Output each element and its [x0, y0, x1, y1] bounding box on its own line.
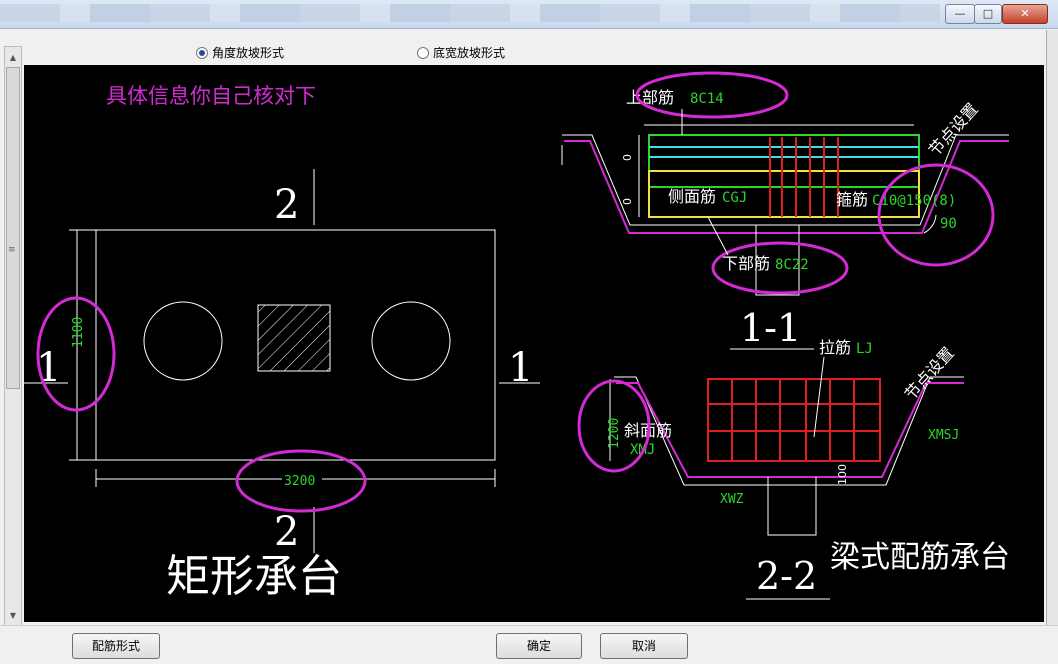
section-2-bottom-label: 2 [274, 509, 299, 555]
radio-unselected-icon[interactable] [417, 46, 429, 59]
title-bar: — □ ✕ [0, 0, 1058, 29]
node-setting-1: 节点设置 [925, 99, 982, 159]
section-1-1: 0 0 上部筋 8C14 侧面筋 CGJ 箍筋 C10@150(8) 90 节点… [561, 71, 1009, 350]
bottom-rebar-leader [707, 216, 729, 256]
column-stub [755, 225, 800, 296]
top-rebar-value: 8C14 [690, 91, 724, 107]
tie-leader [813, 356, 825, 438]
section-2-2-title: 2-2 [756, 554, 817, 598]
section-1-1-title: 1-1 [740, 306, 801, 350]
highlight-node-ellipse [877, 163, 995, 267]
highlight-2-2-height-ellipse [577, 379, 651, 473]
side-rebar-label: 侧面筋 [668, 187, 716, 206]
node-setting-2: 节点设置 [901, 343, 958, 403]
pile-circle-left [143, 301, 223, 381]
cancel-button[interactable]: 取消 [600, 633, 688, 659]
bottom-rebar-label: 下部筋 [722, 254, 770, 273]
beam-cap-title: 梁式配筋承台 [830, 540, 1010, 575]
highlight-top-rebar-ellipse [635, 71, 789, 119]
highlight-height-ellipse [36, 296, 116, 412]
bottom-width-slope-label: 底宽放坡形式 [433, 46, 506, 60]
cap-outline [95, 229, 496, 461]
angle-slope-label: 角度放坡形式 [212, 46, 285, 60]
scroll-thumb[interactable] [6, 67, 20, 389]
section-2-2-outer [614, 376, 964, 486]
dim-2-2-height: 1200 [607, 418, 622, 449]
pile-circle-right [371, 301, 451, 381]
drawing-svg: 具体信息你自己核对下 2 2 1 1 1100 3200 矩形承台 [24, 71, 1010, 602]
dim-width-value: 3200 [284, 474, 315, 489]
tie-value: LJ [856, 341, 873, 357]
close-button[interactable]: ✕ [1002, 4, 1048, 24]
section-2-2-inner [616, 382, 964, 478]
rect-cap-plan: 2 2 1 1 1100 3200 矩形承台 [24, 169, 540, 602]
rebar-grid-outer [707, 378, 881, 462]
title-bar-background [0, 4, 940, 22]
bottom-width-slope-option[interactable]: 底宽放坡形式 [417, 44, 505, 61]
minimize-button[interactable]: — [945, 4, 975, 24]
radio-selected-icon[interactable] [196, 46, 208, 59]
section-1-1-outer [562, 134, 1009, 226]
rebar-cage-green [648, 134, 920, 188]
side-rebar-value: CGJ [722, 190, 747, 206]
section-1-1-inner [564, 140, 1009, 234]
top-rebar-label: 上部筋 [626, 88, 674, 107]
maximize-button[interactable]: □ [974, 4, 1002, 24]
grip-icon: ≡ [8, 245, 16, 255]
dim-zero-2: 0 [621, 198, 634, 205]
scroll-down-icon[interactable]: ▼ [9, 611, 17, 620]
bottom-rebar-value: 8C22 [775, 257, 809, 273]
dim-100: 100 [836, 464, 849, 485]
section-2-2: 拉筋 LJ 斜面筋 XMJ 1200 XWZ XMSJ 100 节点设置 2-2 [577, 338, 964, 600]
highlight-width-ellipse [235, 449, 367, 513]
tie-label: 拉筋 [819, 338, 851, 357]
section-1-right-label: 1 [508, 345, 533, 391]
dim-width-bg [282, 471, 322, 487]
column-hatch [257, 304, 331, 372]
highlight-bottom-rebar-ellipse [711, 241, 849, 295]
xmsj-label: XMSJ [928, 428, 959, 443]
dim-height-value: 1100 [71, 317, 86, 348]
stirrup-label: 箍筋 [836, 190, 868, 209]
drawing-canvas: 具体信息你自己核对下 2 2 1 1 1100 3200 矩形承台 [24, 65, 1044, 622]
dim-zero-1: 0 [621, 154, 634, 161]
angle-arc [923, 214, 937, 234]
note-text: 具体信息你自己核对下 [106, 84, 316, 108]
angle-value: 90 [940, 216, 957, 232]
rebar-form-button[interactable]: 配筋形式 [72, 633, 160, 659]
right-panel-edge [1046, 30, 1058, 630]
rect-cap-title: 矩形承台 [166, 551, 342, 602]
column-stub-2 [767, 477, 817, 536]
scroll-up-icon[interactable]: ▲ [9, 53, 17, 62]
vertical-scrollbar[interactable]: ▲ ≡ ▼ [4, 46, 22, 626]
angle-slope-option[interactable]: 角度放坡形式 [196, 44, 284, 61]
ok-button[interactable]: 确定 [496, 633, 582, 659]
slope-options: 角度放坡形式 底宽放坡形式 [24, 37, 1044, 63]
stirrup-value: C10@150(8) [872, 193, 956, 209]
xwz-label: XWZ [720, 492, 744, 507]
rebar-cage-yellow [648, 170, 920, 218]
section-2-top-label: 2 [274, 182, 299, 228]
